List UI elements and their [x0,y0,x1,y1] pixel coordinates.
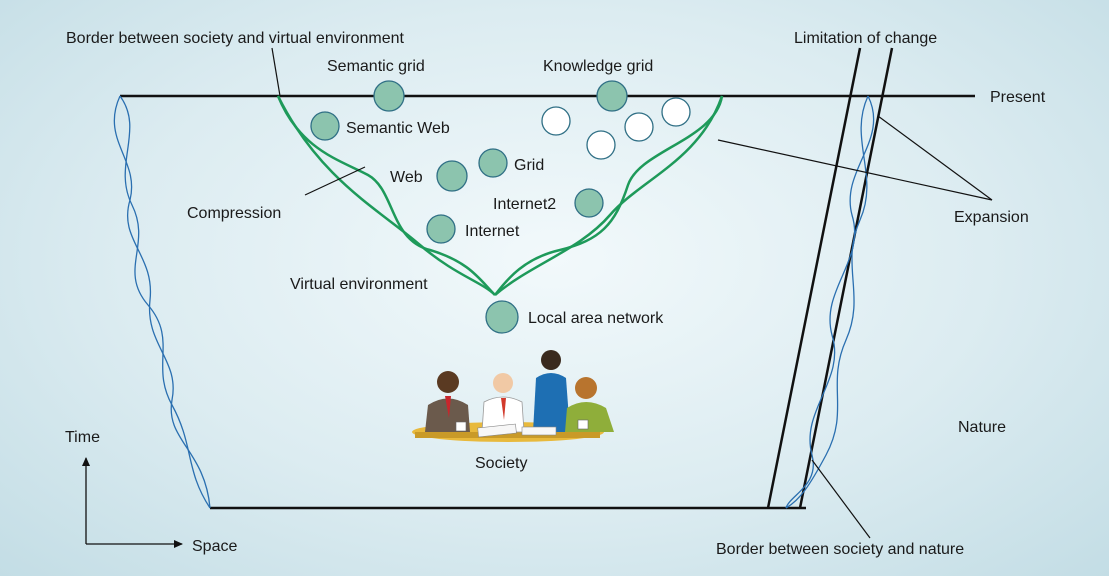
expansion-pointer-2 [877,115,993,201]
present-label: Present [990,89,1046,106]
funnel-outer-right [494,95,724,296]
node-internet [426,214,456,244]
lan-label: Local area network [528,310,664,327]
node-knowledge-grid [596,80,628,112]
semantic-grid-label: Semantic grid [327,58,425,75]
node-grid [478,148,508,178]
node-future-4 [661,97,691,127]
nature-label: Nature [958,419,1006,436]
node-web [436,160,468,192]
grid-label: Grid [514,157,544,174]
limitation-line-left [766,47,862,509]
semantic-web-label: Semantic Web [346,120,450,137]
knowledge-grid-label: Knowledge grid [543,58,653,75]
node-future-3 [624,112,654,142]
border-nature-label: Border between society and nature [716,541,964,558]
compression-pointer [304,166,366,196]
border-virtual-pointer [271,47,281,97]
node-future-2 [586,130,616,160]
internet2-label: Internet2 [493,196,556,213]
virtual-environment-label: Virtual environment [290,276,428,293]
compression-label: Compression [187,205,281,222]
node-lan [485,300,519,334]
internet-label: Internet [465,223,520,240]
expansion-pointer-1 [717,139,993,201]
border-nature-pointer [811,459,871,539]
limitation-line-right [798,47,894,509]
border-virtual-label: Border between society and virtual envir… [66,30,405,47]
society-meeting-illustration [412,350,614,442]
node-semantic-grid [373,80,405,112]
funnel-inner-left [276,95,496,296]
funnel-inner-right [494,95,724,296]
node-internet2 [574,188,604,218]
right-wave-2 [785,95,869,509]
society-label: Society [475,455,527,472]
web-label: Web [390,169,423,186]
funnel-outer-left [276,95,496,296]
left-wave-2 [119,95,211,509]
left-wave [113,95,211,509]
node-semantic-web [310,111,340,141]
node-future-1 [541,106,571,136]
limitation-label: Limitation of change [794,30,937,47]
space-label: Space [192,538,237,555]
time-label: Time [65,429,100,446]
expansion-label: Expansion [954,209,1029,226]
